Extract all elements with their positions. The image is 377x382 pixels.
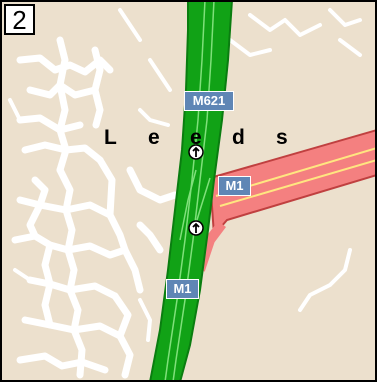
road-shield-m1: M1 xyxy=(218,176,251,196)
town-label-letter: L xyxy=(104,126,117,149)
town-label-letter: d xyxy=(232,126,245,149)
minor-roads xyxy=(8,8,362,379)
town-label-letter: s xyxy=(276,126,288,149)
town-label-leeds: L e e d s xyxy=(98,122,298,156)
junction-arrow-icon xyxy=(188,220,204,236)
road-shield-m1: M1 xyxy=(166,279,199,299)
junction-arrow-icon xyxy=(188,144,204,160)
town-label-letter: e xyxy=(190,126,202,149)
road-shield-m621: M621 xyxy=(184,91,234,111)
tile-number: 2 xyxy=(4,4,35,35)
town-label-letter: e xyxy=(148,126,160,149)
